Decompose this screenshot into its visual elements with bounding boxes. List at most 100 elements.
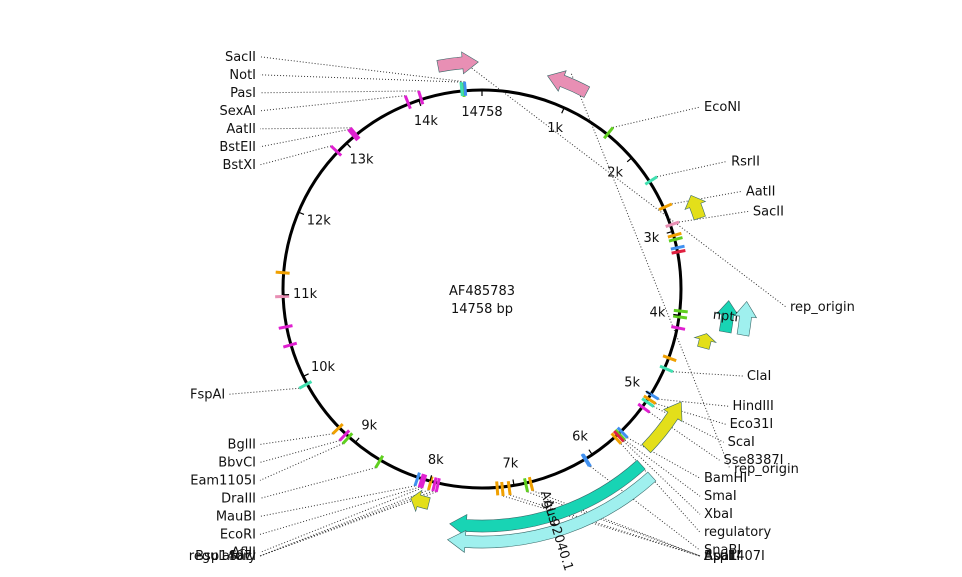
site-leader — [260, 75, 461, 82]
site-mark — [275, 296, 289, 297]
site-label-smai: SmaI — [704, 489, 737, 504]
feature-rep-origin — [547, 71, 589, 98]
site-leader — [613, 107, 700, 127]
feature-leader — [457, 57, 786, 307]
site-label-pasi: PasI — [230, 86, 256, 101]
feature-label: nptII — [712, 308, 743, 326]
site-mark — [283, 343, 296, 347]
site-label-bsp1407i: Bsp1407I — [195, 549, 256, 564]
site-label-maubi: MauBI — [216, 509, 256, 524]
site-label-bstxi: BstXI — [222, 158, 256, 173]
site-mark — [668, 233, 681, 237]
site-label-sacii: SacII — [753, 204, 784, 219]
scale-tick-label: 14k — [414, 114, 439, 129]
site-label-regulatory: regulatory — [704, 525, 772, 540]
site-leader — [260, 96, 405, 111]
scale-tick-label: 7k — [503, 457, 519, 472]
site-label-bsteii: BstEII — [219, 140, 256, 155]
site-label-eco31i: Eco31I — [730, 417, 774, 432]
feature-arrow-5 — [695, 334, 716, 350]
site-label-ecori: EcoRI — [220, 527, 256, 542]
site-leader — [260, 486, 415, 517]
feature-arrow-7 — [411, 490, 430, 511]
site-label-sexai: SexAI — [220, 104, 256, 119]
site-mark — [279, 326, 293, 329]
site-mark — [497, 481, 498, 495]
site-mark — [276, 272, 290, 273]
site-leader — [657, 161, 727, 176]
scale-tick — [347, 143, 351, 147]
site-leader — [260, 57, 464, 82]
site-leader — [260, 488, 422, 552]
site-leader — [260, 91, 419, 93]
plasmid-name: AF485783 — [449, 284, 515, 299]
scale-tick — [627, 158, 632, 162]
site-leader — [260, 434, 333, 445]
scale-tick-label: 14758 — [461, 105, 502, 120]
site-label-apali: ApaLI — [704, 549, 740, 564]
site-mark — [674, 310, 688, 312]
site-leader — [673, 372, 743, 376]
site-label-hindiii: HindIII — [732, 399, 773, 414]
plasmid-size: 14758 bp — [451, 302, 513, 317]
feature-arrow-4 — [685, 195, 705, 220]
site-label-draiii: DraIII — [221, 491, 256, 506]
feature-leader — [571, 74, 730, 469]
feature-label-rep-origin: rep_origin — [734, 462, 799, 477]
site-label-bglii: BglII — [228, 437, 256, 452]
site-leader — [260, 492, 436, 556]
site-leader — [260, 146, 331, 165]
site-leader — [229, 388, 299, 394]
site-label-aatii: AatII — [226, 122, 256, 137]
site-leader — [260, 130, 348, 147]
scale-tick-label: 10k — [311, 360, 336, 375]
site-label-eam1105i: Eam1105I — [190, 473, 256, 488]
site-mark — [671, 246, 685, 249]
site-mark — [673, 316, 687, 318]
site-mark — [672, 250, 686, 253]
site-label-rsrii: RsrII — [731, 154, 760, 169]
scale-tick-label: 1k — [547, 121, 563, 136]
scale-tick-label: 3k — [644, 231, 660, 246]
feature-rep-origin — [437, 52, 478, 74]
site-mark — [529, 477, 532, 491]
site-label-econi: EcoNI — [704, 100, 741, 115]
site-leader — [260, 468, 376, 499]
feature-label-rep-origin: rep_origin — [790, 300, 855, 315]
site-label-sacii: SacII — [225, 50, 256, 65]
site-leader — [679, 211, 749, 222]
site-mark — [525, 478, 528, 492]
site-mark — [461, 82, 462, 96]
site-leader — [260, 128, 350, 129]
site-label-xbai: XbaI — [704, 507, 733, 522]
scale-tick-label: 9k — [361, 418, 377, 433]
scale-tick — [673, 314, 679, 315]
site-mark — [502, 482, 503, 496]
site-leader — [260, 444, 343, 481]
site-labels: EcoNI RsrII AatII SacII ClaI HindIII Eco31I Sca… — [189, 50, 855, 564]
site-leader — [658, 399, 728, 406]
scale-tick-label: 2k — [607, 165, 623, 180]
scale-tick-label: 11k — [293, 287, 318, 302]
site-label-fspai: FspAI — [190, 387, 225, 402]
site-label-clai: ClaI — [747, 369, 772, 384]
scale-tick-label: 5k — [624, 376, 640, 391]
scale-tick-label: 6k — [572, 429, 588, 444]
site-mark — [464, 82, 465, 96]
site-leader — [672, 191, 742, 204]
scale-tick-label: 8k — [428, 453, 444, 468]
site-leader — [260, 441, 340, 463]
scale-tick-label: 13k — [350, 152, 375, 167]
site-label-bbvci: BbvCI — [218, 455, 256, 470]
scale-tick — [589, 450, 592, 455]
site-label-scai: ScaI — [728, 435, 755, 450]
site-mark — [671, 327, 685, 330]
site-label-noti: NotI — [229, 68, 256, 83]
site-mark — [508, 481, 510, 495]
site-mark — [666, 222, 679, 227]
scale-tick-label: 12k — [307, 214, 332, 229]
scale-tick — [355, 438, 359, 443]
site-mark — [669, 238, 683, 241]
